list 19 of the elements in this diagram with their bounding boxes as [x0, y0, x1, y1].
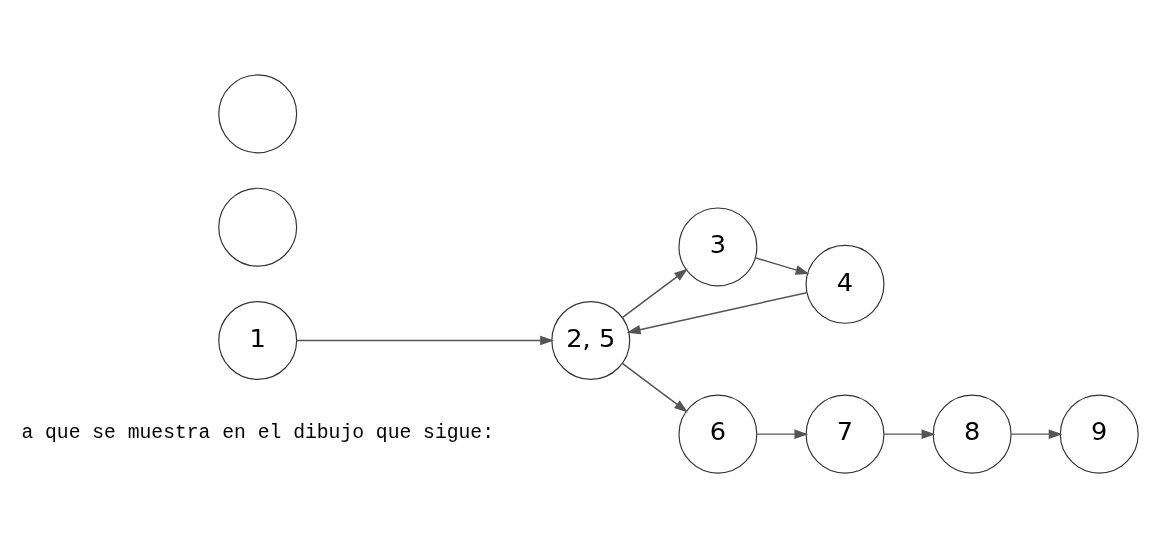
node-circle: 1: [218, 300, 298, 380]
node-circle: 8: [932, 394, 1012, 474]
node-circle: [218, 73, 298, 153]
node-circle: 2, 5: [551, 300, 631, 380]
node-circle: 6: [678, 394, 758, 474]
arrow: [883, 428, 936, 439]
node-circle: 3: [678, 206, 758, 286]
arrow: [754, 256, 810, 275]
node-circle: 4: [805, 244, 885, 324]
node-circle: 7: [805, 394, 885, 474]
arrow: [756, 428, 809, 439]
node-circle: 9: [1059, 394, 1139, 474]
arrow: [621, 268, 688, 318]
arrow: [626, 291, 808, 334]
arrow: [295, 335, 554, 345]
arrow: [1010, 428, 1063, 439]
label: a que se muestra en el dibujo que sigue:: [21, 421, 494, 444]
arrow: [621, 362, 688, 412]
node-circle: [218, 187, 298, 267]
